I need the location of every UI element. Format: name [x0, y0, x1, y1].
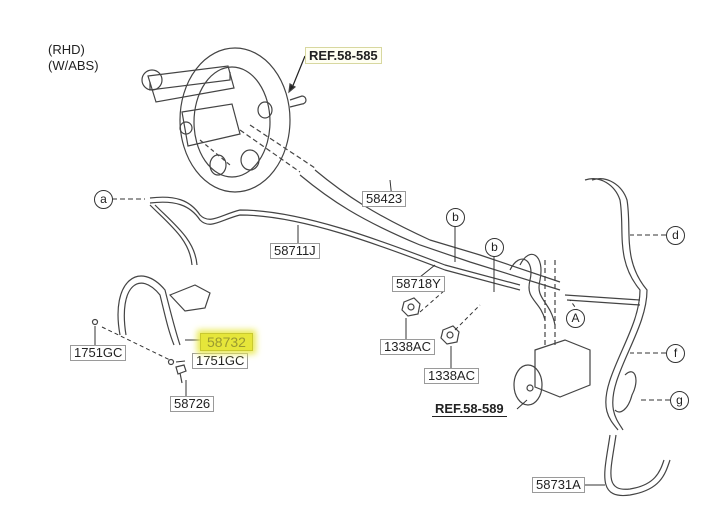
part-label-58711j[interactable]: 58711J	[270, 243, 320, 259]
part-label-1338ac[interactable]: 1338AC	[424, 368, 479, 384]
abs-hecu	[513, 339, 591, 406]
part-label-58718y[interactable]: 58718Y	[392, 276, 445, 292]
ref-abs-unit-link[interactable]: REF.58-589	[432, 401, 507, 417]
master-cylinder	[141, 65, 241, 166]
marker-A[interactable]: A	[566, 309, 585, 328]
part-label-58731a[interactable]: 58731A	[532, 477, 585, 493]
marker-b[interactable]: b	[485, 238, 504, 257]
brake-pipes	[149, 169, 648, 431]
marker-a[interactable]: a	[94, 190, 113, 209]
ref-brake-booster-link[interactable]: REF.58-585	[305, 47, 382, 64]
brake-booster	[179, 47, 307, 193]
part-label-58726[interactable]: 58726	[170, 396, 215, 412]
marker-g[interactable]: g	[670, 391, 689, 410]
marker-d[interactable]: d	[666, 226, 685, 245]
note-w-abs: (W/ABS)	[48, 58, 99, 73]
part-label-1751gc[interactable]: 1751GC	[192, 353, 249, 369]
brake-hoses	[117, 275, 671, 497]
part-label-1751gc[interactable]: 1751GC	[70, 345, 127, 361]
marker-b[interactable]: b	[446, 208, 465, 227]
part-label-58423[interactable]: 58423	[362, 191, 407, 207]
part-label-58732-highlighted[interactable]: 58732	[200, 333, 253, 351]
nut-icon	[401, 297, 421, 317]
note-rhd: (RHD)	[48, 42, 85, 57]
marker-f[interactable]: f	[666, 344, 685, 363]
part-label-1338ac[interactable]: 1338AC	[380, 339, 435, 355]
nut-icon	[440, 325, 460, 345]
